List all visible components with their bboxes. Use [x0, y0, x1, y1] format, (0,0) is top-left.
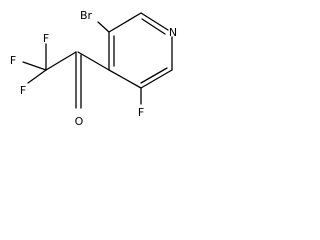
atom-n: N [169, 26, 177, 39]
pyridine-ring [108, 12, 173, 89]
atom-f-bottom: F [20, 84, 26, 97]
atom-o: O [75, 115, 84, 128]
bond-carbonyl-cf3 [45, 51, 77, 71]
bond-c2-n [140, 12, 169, 31]
double-bond-c2-n-inner [141, 18, 166, 35]
bond-c3-c2 [108, 12, 142, 33]
atom-f-top: F [43, 32, 49, 45]
bond-c5-c4 [108, 69, 142, 89]
atom-f-left: F [10, 54, 16, 67]
bond-cf3-f-left [22, 61, 47, 71]
atom-br: Br [80, 9, 93, 22]
structure-diagram: Br N F O F F F [10, 9, 177, 128]
bond-c4-carbonyl [77, 51, 110, 71]
bond-cf3-f-bottom [27, 69, 47, 84]
atom-f-ring: F [138, 106, 144, 119]
bond-c6-c5 [140, 69, 173, 89]
bond-c3-br [97, 21, 110, 33]
double-bond-c6-c5-inner [140, 67, 168, 84]
